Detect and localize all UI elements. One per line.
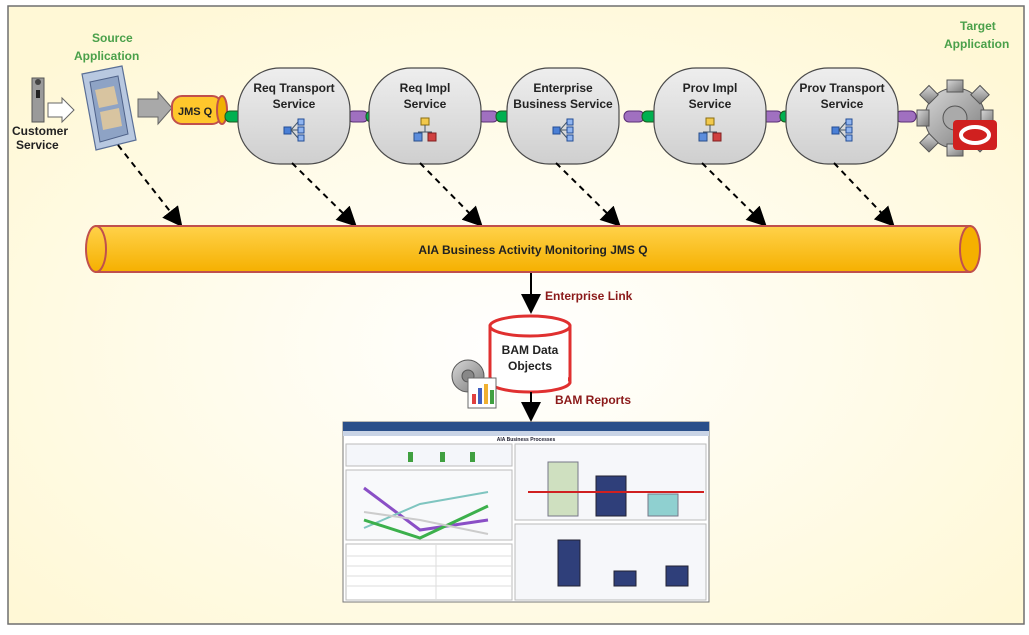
- source-arrow-icon: [137, 90, 173, 126]
- service-tree-icon: [552, 118, 574, 142]
- source-application-label-1: Source: [92, 31, 133, 45]
- service-impl-icon: [698, 117, 722, 142]
- service-label-line2: Service: [273, 97, 316, 111]
- target-application-node: Target Application: [916, 19, 1009, 157]
- bam-queue-pipe: AIA Business Activity Monitoring JMS Q: [85, 225, 981, 273]
- source-application-label-2: Application: [74, 49, 139, 63]
- service-bubble: [506, 67, 620, 165]
- bam-reports-label: BAM Reports: [555, 393, 631, 407]
- service-bubble: [653, 67, 767, 165]
- service-impl-icon: [413, 117, 437, 142]
- service-bubble: [785, 67, 899, 165]
- service-label-line2: Service: [821, 97, 864, 111]
- service-bubble: [368, 67, 482, 165]
- service-label-line2: Service: [689, 97, 732, 111]
- service-label-line1: Prov Impl: [683, 81, 738, 95]
- source-application-node: Source Application: [74, 31, 173, 151]
- monitoring-arrows: [117, 144, 895, 228]
- jms-queue-label: JMS Q: [178, 106, 213, 118]
- target-application-label-1: Target: [960, 19, 996, 33]
- bam-dashboard-screenshot: AIA Business Processes: [342, 421, 710, 603]
- bam-data-label-1: BAM Data: [502, 343, 559, 357]
- service-label-line1: Req Impl: [400, 81, 451, 95]
- service-label-line1: Req Transport: [253, 81, 334, 95]
- service-tree-icon: [283, 118, 305, 142]
- bam-data-objects-cylinder: BAM Data Objects: [488, 314, 572, 394]
- target-application-label-2: Application: [944, 37, 1009, 51]
- service-label-line2: Business Service: [513, 97, 613, 111]
- dashboard-title: AIA Business Processes: [497, 437, 556, 443]
- customer-service-label-2: Service: [16, 138, 59, 152]
- report-gear-icon: [451, 359, 497, 409]
- service-label-line1: Enterprise: [533, 81, 593, 95]
- bam-queue-label: AIA Business Activity Monitoring JMS Q: [418, 243, 647, 257]
- jms-queue-node: JMS Q: [171, 95, 228, 125]
- oracle-logo-icon: [953, 120, 997, 150]
- customer-service-node: Customer Service: [12, 77, 75, 152]
- service-label-line1: Prov Transport: [799, 81, 884, 95]
- customer-service-label-1: Customer: [12, 124, 68, 138]
- service-label-line2: Service: [404, 97, 447, 111]
- service-tree-icon: [831, 118, 853, 142]
- bam-data-label-2: Objects: [508, 359, 552, 373]
- enterprise-link-label: Enterprise Link: [545, 289, 633, 303]
